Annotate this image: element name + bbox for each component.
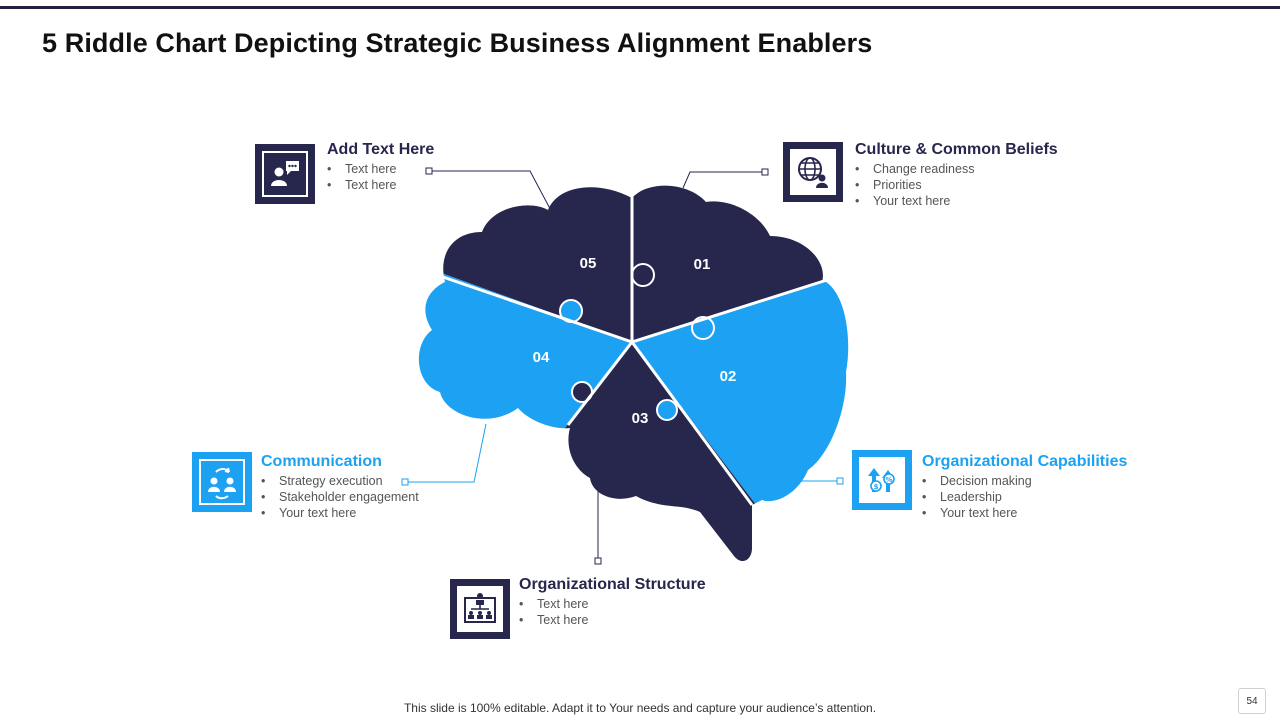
bullet-item: Your text here (261, 505, 419, 521)
knob-05-01 (631, 263, 655, 287)
growth-coins-icon: $ % (868, 468, 895, 492)
culture-bullets: Change readiness Priorities Your text he… (855, 161, 1058, 209)
bullet-item: Text here (519, 612, 706, 628)
capabilities-title: Organizational Capabilities (922, 453, 1128, 470)
communication-label: Communication Strategy execution Stakeho… (261, 453, 419, 521)
add-text-label: Add Text Here Text here Text here (327, 141, 434, 193)
knob-02-03 (656, 399, 678, 421)
svg-text:%: % (885, 476, 892, 484)
add-text-bullets: Text here Text here (327, 161, 434, 193)
bullet-item: Text here (327, 177, 434, 193)
culture-title: Culture & Common Beliefs (855, 141, 1058, 158)
culture-label: Culture & Common Beliefs Change readines… (855, 141, 1058, 209)
capabilities-icon-box: $ % (852, 450, 912, 510)
piece-01-number: 01 (694, 256, 711, 273)
piece-03-number: 03 (632, 410, 649, 427)
piece-02-number: 02 (720, 368, 737, 385)
structure-bullets: Text here Text here (519, 596, 706, 628)
slide-title: 5 Riddle Chart Depicting Strategic Busin… (42, 28, 873, 58)
add-text-icon-box (255, 144, 315, 204)
bullet-item: Change readiness (855, 161, 1058, 177)
piece-05-number: 05 (580, 255, 597, 272)
bullet-item: Leadership (922, 489, 1127, 505)
communication-title: Communication (261, 453, 382, 470)
people-exchange-icon (208, 467, 236, 500)
bullet-item: Text here (327, 161, 434, 177)
page-number: 54 (1238, 688, 1266, 714)
bullet-item: Decision making (922, 473, 1127, 489)
bullet-item: Your text here (922, 505, 1127, 521)
svg-text:$: $ (874, 483, 879, 491)
bullet-item: Strategy execution (261, 473, 419, 489)
add-text-title: Add Text Here (327, 141, 435, 158)
structure-title: Organizational Structure (519, 576, 706, 593)
communication-icon-box (192, 452, 252, 512)
capabilities-bullets: Decision making Leadership Your text her… (922, 473, 1127, 521)
piece-04-number: 04 (533, 349, 550, 366)
communication-bullets: Strategy execution Stakeholder engagemen… (261, 473, 419, 521)
org-chart-icon (464, 593, 496, 623)
globe-user-icon (798, 157, 828, 188)
bullet-item: Text here (519, 596, 706, 612)
capabilities-label: Organizational Capabilities Decision mak… (922, 453, 1127, 521)
presenter-chat-icon (271, 161, 299, 186)
top-rule (0, 6, 1280, 9)
structure-label: Organizational Structure Text here Text … (519, 576, 706, 628)
culture-icon-box (783, 142, 843, 202)
bullet-item: Priorities (855, 177, 1058, 193)
bullet-item: Your text here (855, 193, 1058, 209)
structure-icon-box (450, 579, 510, 639)
footer-note: This slide is 100% editable. Adapt it to… (403, 701, 877, 715)
bullet-item: Stakeholder engagement (261, 489, 419, 505)
